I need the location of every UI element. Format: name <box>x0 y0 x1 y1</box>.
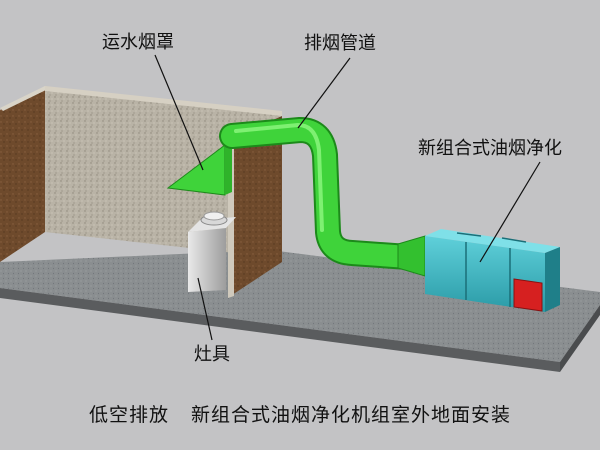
purifier-leader <box>479 161 541 263</box>
stove-label: 灶具 <box>194 344 230 365</box>
hood-leader <box>154 54 204 171</box>
hood-label: 运水烟罩 <box>102 32 174 53</box>
purifier-label: 新组合式油烟净化 <box>418 138 562 159</box>
duct-label: 排烟管道 <box>304 33 376 54</box>
leader-lines <box>154 54 541 341</box>
caption: 低空排放新组合式油烟净化机组室外地面安装 <box>0 400 600 427</box>
duct-leader <box>297 57 351 129</box>
caption-part1: 低空排放 <box>88 404 169 426</box>
exhaust-duct <box>219 117 421 270</box>
stove <box>188 211 236 292</box>
exhaust-hood <box>166 140 232 196</box>
caption-part2: 新组合式油烟净化机组室外地面安装 <box>191 404 512 426</box>
stove-leader <box>197 277 213 341</box>
